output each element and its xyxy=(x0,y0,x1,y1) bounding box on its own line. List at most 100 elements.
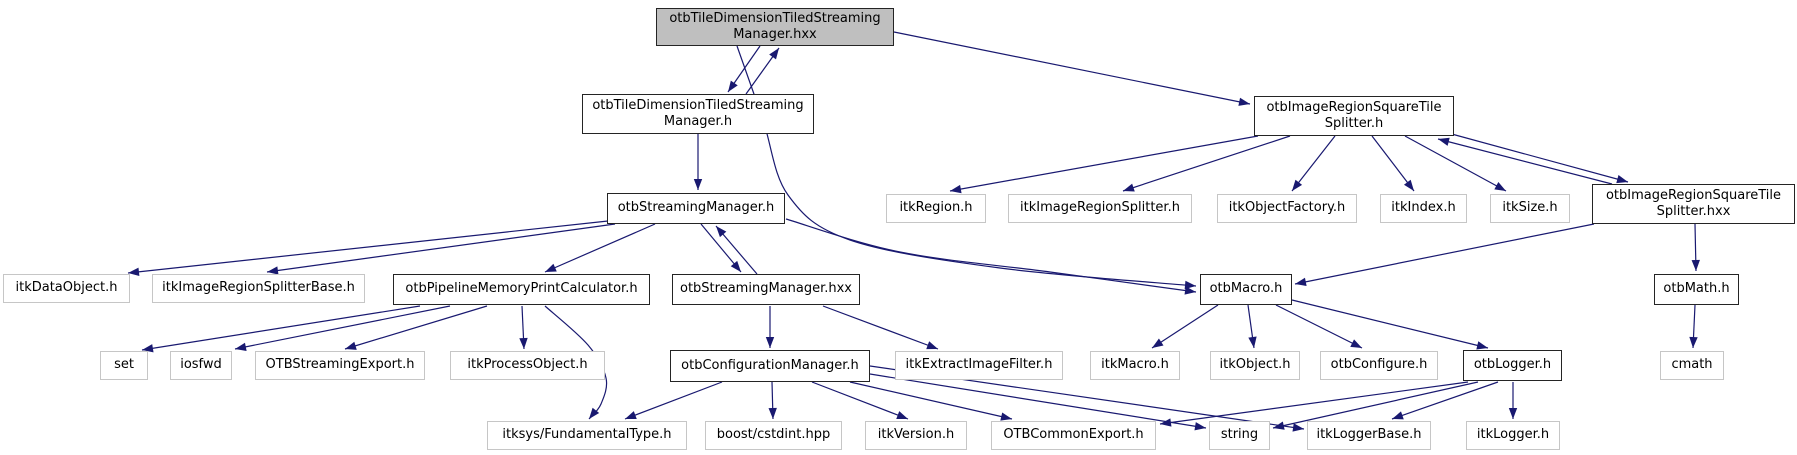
node-pipelinecalc-h[interactable]: otbPipelineMemoryPrintCalculator.h xyxy=(393,274,650,305)
node-itkobjectfactory-h: itkObjectFactory.h xyxy=(1217,194,1357,223)
arrowhead-pipelinecalc-h-itkprocessobject-h xyxy=(519,337,528,349)
edge-splitter-h-itksize-h xyxy=(1404,135,1507,192)
edge-pipelinecalc-h-iosfwd xyxy=(234,305,451,350)
node-boost-cstdint-hpp: boost/cstdint.hpp xyxy=(705,421,842,450)
arrowhead-otblogger-h-otbcommonexport-h xyxy=(1160,418,1172,427)
edge-streaming-h-itkimageregionsplitterbase-h xyxy=(266,223,616,273)
arrowhead-confmanager-h-fundamentaltype-h xyxy=(625,411,637,420)
edge-streaming-h-pipelinecalc-h xyxy=(544,223,656,273)
node-otbmacro-h[interactable]: otbMacro.h xyxy=(1200,274,1292,305)
node-string: string xyxy=(1209,421,1270,450)
edge-splitter-hxx-splitter-h xyxy=(1437,138,1613,185)
arrowhead-otblogger-h-itkloggerbase-h xyxy=(1392,411,1404,420)
node-fundamentaltype-h: itksys/FundamentalType.h xyxy=(487,421,687,450)
node-itkprocessobject-h: itkProcessObject.h xyxy=(450,351,605,380)
node-otbconfigure-h: otbConfigure.h xyxy=(1320,351,1438,380)
arrowhead-pipelinecalc-h-fundamentaltype-h xyxy=(589,407,600,419)
arrowhead-splitter-hxx-otbmath-h xyxy=(1691,259,1700,271)
node-itkimageregionsplitter-h: itkImageRegionSplitter.h xyxy=(1008,194,1192,223)
node-iosfwd: iosfwd xyxy=(170,351,232,380)
arrowhead-pipelinecalc-h-otbstreamingexport-h xyxy=(345,341,357,350)
node-itkdataobject-h: itkDataObject.h xyxy=(3,274,130,303)
arrowhead-tile-hxx-otbmacro-h xyxy=(1184,280,1196,290)
arrowhead-confmanager-h-otbcommonexport-h xyxy=(1000,412,1012,421)
arrowhead-tile-hxx-splitter-h xyxy=(1238,97,1250,106)
edge-otbmacro-h-otbconfigure-h xyxy=(1275,304,1363,349)
node-streaming-hxx[interactable]: otbStreamingManager.hxx xyxy=(672,274,860,305)
node-itkmacro-h: itkMacro.h xyxy=(1090,351,1180,380)
edge-streaming-hxx-itkextractimagefilter-h xyxy=(822,305,939,350)
node-itkextractimagefilter-h: itkExtractImageFilter.h xyxy=(895,351,1063,380)
node-itkindex-h: itkIndex.h xyxy=(1380,194,1467,223)
arrowhead-otbmath-h-cmath xyxy=(1689,336,1698,348)
edge-confmanager-h-otbcommonexport-h xyxy=(849,381,1013,420)
arrowhead-streaming-hxx-itkextractimagefilter-h xyxy=(926,341,938,350)
arrowhead-otblogger-h-string xyxy=(1273,421,1285,430)
arrowhead-otbmacro-h-itkmacro-h xyxy=(1152,338,1164,348)
edge-otbmacro-h-itkmacro-h xyxy=(1151,304,1219,349)
edge-confmanager-h-string xyxy=(869,373,1207,429)
arrowhead-streaming-hxx-confmanager-h xyxy=(765,337,775,348)
node-itksize-h: itkSize.h xyxy=(1490,194,1570,223)
arrowhead-streaming-h-streaming-hxx xyxy=(730,260,741,272)
edge-pipelinecalc-h-fundamentaltype-h xyxy=(544,305,608,420)
node-otblogger-h[interactable]: otbLogger.h xyxy=(1463,350,1562,381)
arrowhead-splitter-h-itkregion-h xyxy=(950,184,962,194)
edge-splitter-h-itkregion-h xyxy=(949,135,1259,192)
arrowhead-otbmacro-h-otbconfigure-h xyxy=(1350,339,1362,348)
arrowhead-splitter-h-itkindex-h xyxy=(1403,179,1414,191)
arrowhead-pipelinecalc-h-iosfwd xyxy=(235,342,247,351)
node-itkobject-h: itkObject.h xyxy=(1210,351,1300,380)
edge-pipelinecalc-h-set xyxy=(141,305,421,351)
arrowhead-tile-hxx-tile-h xyxy=(728,80,738,92)
edge-splitter-hxx-otbmacro-h xyxy=(1294,223,1595,285)
arrowhead-streaming-h-itkdataobject-h xyxy=(128,267,140,276)
arrowhead-splitter-hxx-splitter-h xyxy=(1438,137,1450,146)
node-cmath: cmath xyxy=(1660,351,1724,380)
arrowhead-splitter-h-itkimageregionsplitter-h xyxy=(1123,183,1135,192)
node-confmanager-h[interactable]: otbConfigurationManager.h xyxy=(670,350,870,382)
arrowhead-streaming-h-itkimageregionsplitterbase-h xyxy=(267,266,279,275)
edge-confmanager-h-itkversion-h xyxy=(811,381,909,420)
node-otbmath-h[interactable]: otbMath.h xyxy=(1654,274,1739,305)
arrowhead-confmanager-h-string xyxy=(1194,422,1206,431)
node-tile-h[interactable]: otbTileDimensionTiledStreaming Manager.h xyxy=(582,94,814,134)
arrowhead-splitter-hxx-otbmacro-h xyxy=(1295,277,1307,286)
arrowhead-pipelinecalc-h-set xyxy=(142,344,154,353)
node-itklogger-h: itkLogger.h xyxy=(1466,421,1560,450)
node-itkregion-h: itkRegion.h xyxy=(886,194,986,223)
edge-streaming-h-otbmacro-h xyxy=(785,218,1197,293)
edge-splitter-h-itkobjectfactory-h xyxy=(1291,135,1336,192)
arrowhead-confmanager-h-itkloggerbase-h xyxy=(1292,423,1304,432)
arrowhead-confmanager-h-boost-cstdint-hpp xyxy=(768,407,777,419)
edge-tile-hxx-otbmacro-h xyxy=(736,45,1197,287)
edge-tile-hxx-splitter-h xyxy=(893,31,1251,105)
arrowhead-streaming-h-otbmacro-h xyxy=(1184,286,1196,295)
node-streaming-h[interactable]: otbStreamingManager.h xyxy=(607,193,785,224)
node-tile-hxx: otbTileDimensionTiledStreaming Manager.h… xyxy=(656,8,894,46)
arrowhead-splitter-h-itksize-h xyxy=(1494,182,1506,191)
edge-streaming-h-itkdataobject-h xyxy=(127,220,609,274)
arrowhead-tile-h-tile-hxx xyxy=(769,48,779,60)
arrowhead-splitter-h-splitter-hxx xyxy=(1616,175,1628,184)
arrowhead-otbmacro-h-otblogger-h xyxy=(1476,341,1488,350)
arrowhead-streaming-h-pipelinecalc-h xyxy=(545,263,557,272)
edge-confmanager-h-fundamentaltype-h xyxy=(624,381,723,420)
arrowhead-splitter-h-itkobjectfactory-h xyxy=(1292,179,1303,191)
edge-splitter-h-itkimageregionsplitter-h xyxy=(1122,135,1291,192)
node-splitter-h[interactable]: otbImageRegionSquareTile Splitter.h xyxy=(1254,96,1454,136)
node-itkversion-h: itkVersion.h xyxy=(865,421,967,450)
arrowhead-tile-h-streaming-h xyxy=(693,179,703,190)
node-otbcommonexport-h: OTBCommonExport.h xyxy=(991,421,1156,450)
edge-splitter-h-itkindex-h xyxy=(1371,135,1415,192)
arrowhead-streaming-hxx-streaming-h xyxy=(716,226,727,238)
edge-otbmacro-h-otblogger-h xyxy=(1291,299,1489,349)
node-splitter-hxx[interactable]: otbImageRegionSquareTile Splitter.hxx xyxy=(1592,184,1795,224)
edge-otblogger-h-otbcommonexport-h xyxy=(1159,381,1469,425)
edge-otblogger-h-string xyxy=(1272,381,1479,429)
arrowhead-otbmacro-h-itkobject-h xyxy=(1248,336,1257,348)
node-itkloggerbase-h: itkLoggerBase.h xyxy=(1307,421,1431,450)
node-itkimageregionsplitterbase-h: itkImageRegionSplitterBase.h xyxy=(152,274,365,303)
edge-splitter-h-splitter-hxx xyxy=(1447,132,1629,183)
edge-pipelinecalc-h-otbstreamingexport-h xyxy=(344,305,488,350)
